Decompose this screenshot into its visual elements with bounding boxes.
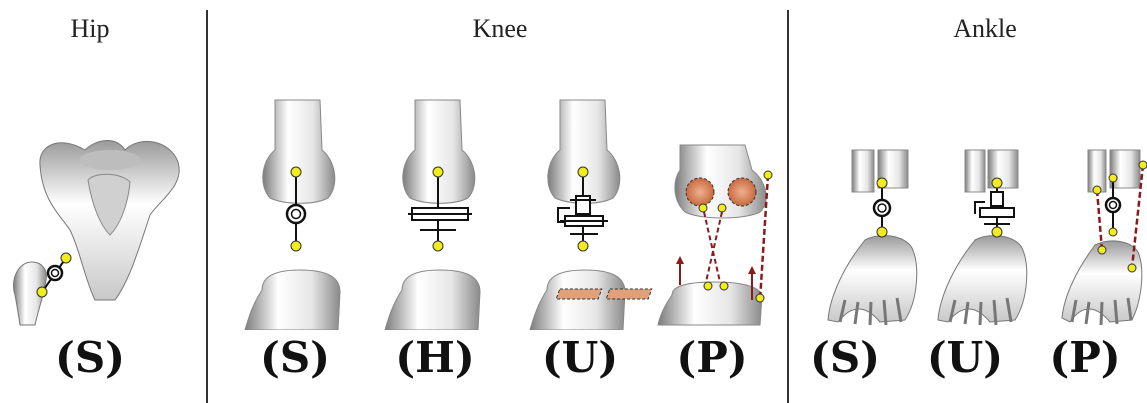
ankle-label-u: (U) [905,333,1025,382]
knee-label-s: (S) [235,333,355,382]
knee-label-p: (P) [652,333,772,382]
knee-label-h: (H) [375,333,495,382]
knee-h-tibia [385,270,480,330]
illustrations [0,0,1147,330]
knee-label-u: (U) [520,333,640,382]
ankle-label-s: (S) [785,333,905,382]
knee-s-femur [263,100,335,203]
hip-label-s: (S) [30,333,150,382]
ankle-u-foot [938,236,1027,325]
knee-u-tibia [530,270,625,330]
ankle-label-p: (P) [1025,333,1145,382]
knee-s-tibia [245,270,340,330]
ankle-u-tibia [965,150,1018,192]
ankle-s-foot [828,236,917,325]
